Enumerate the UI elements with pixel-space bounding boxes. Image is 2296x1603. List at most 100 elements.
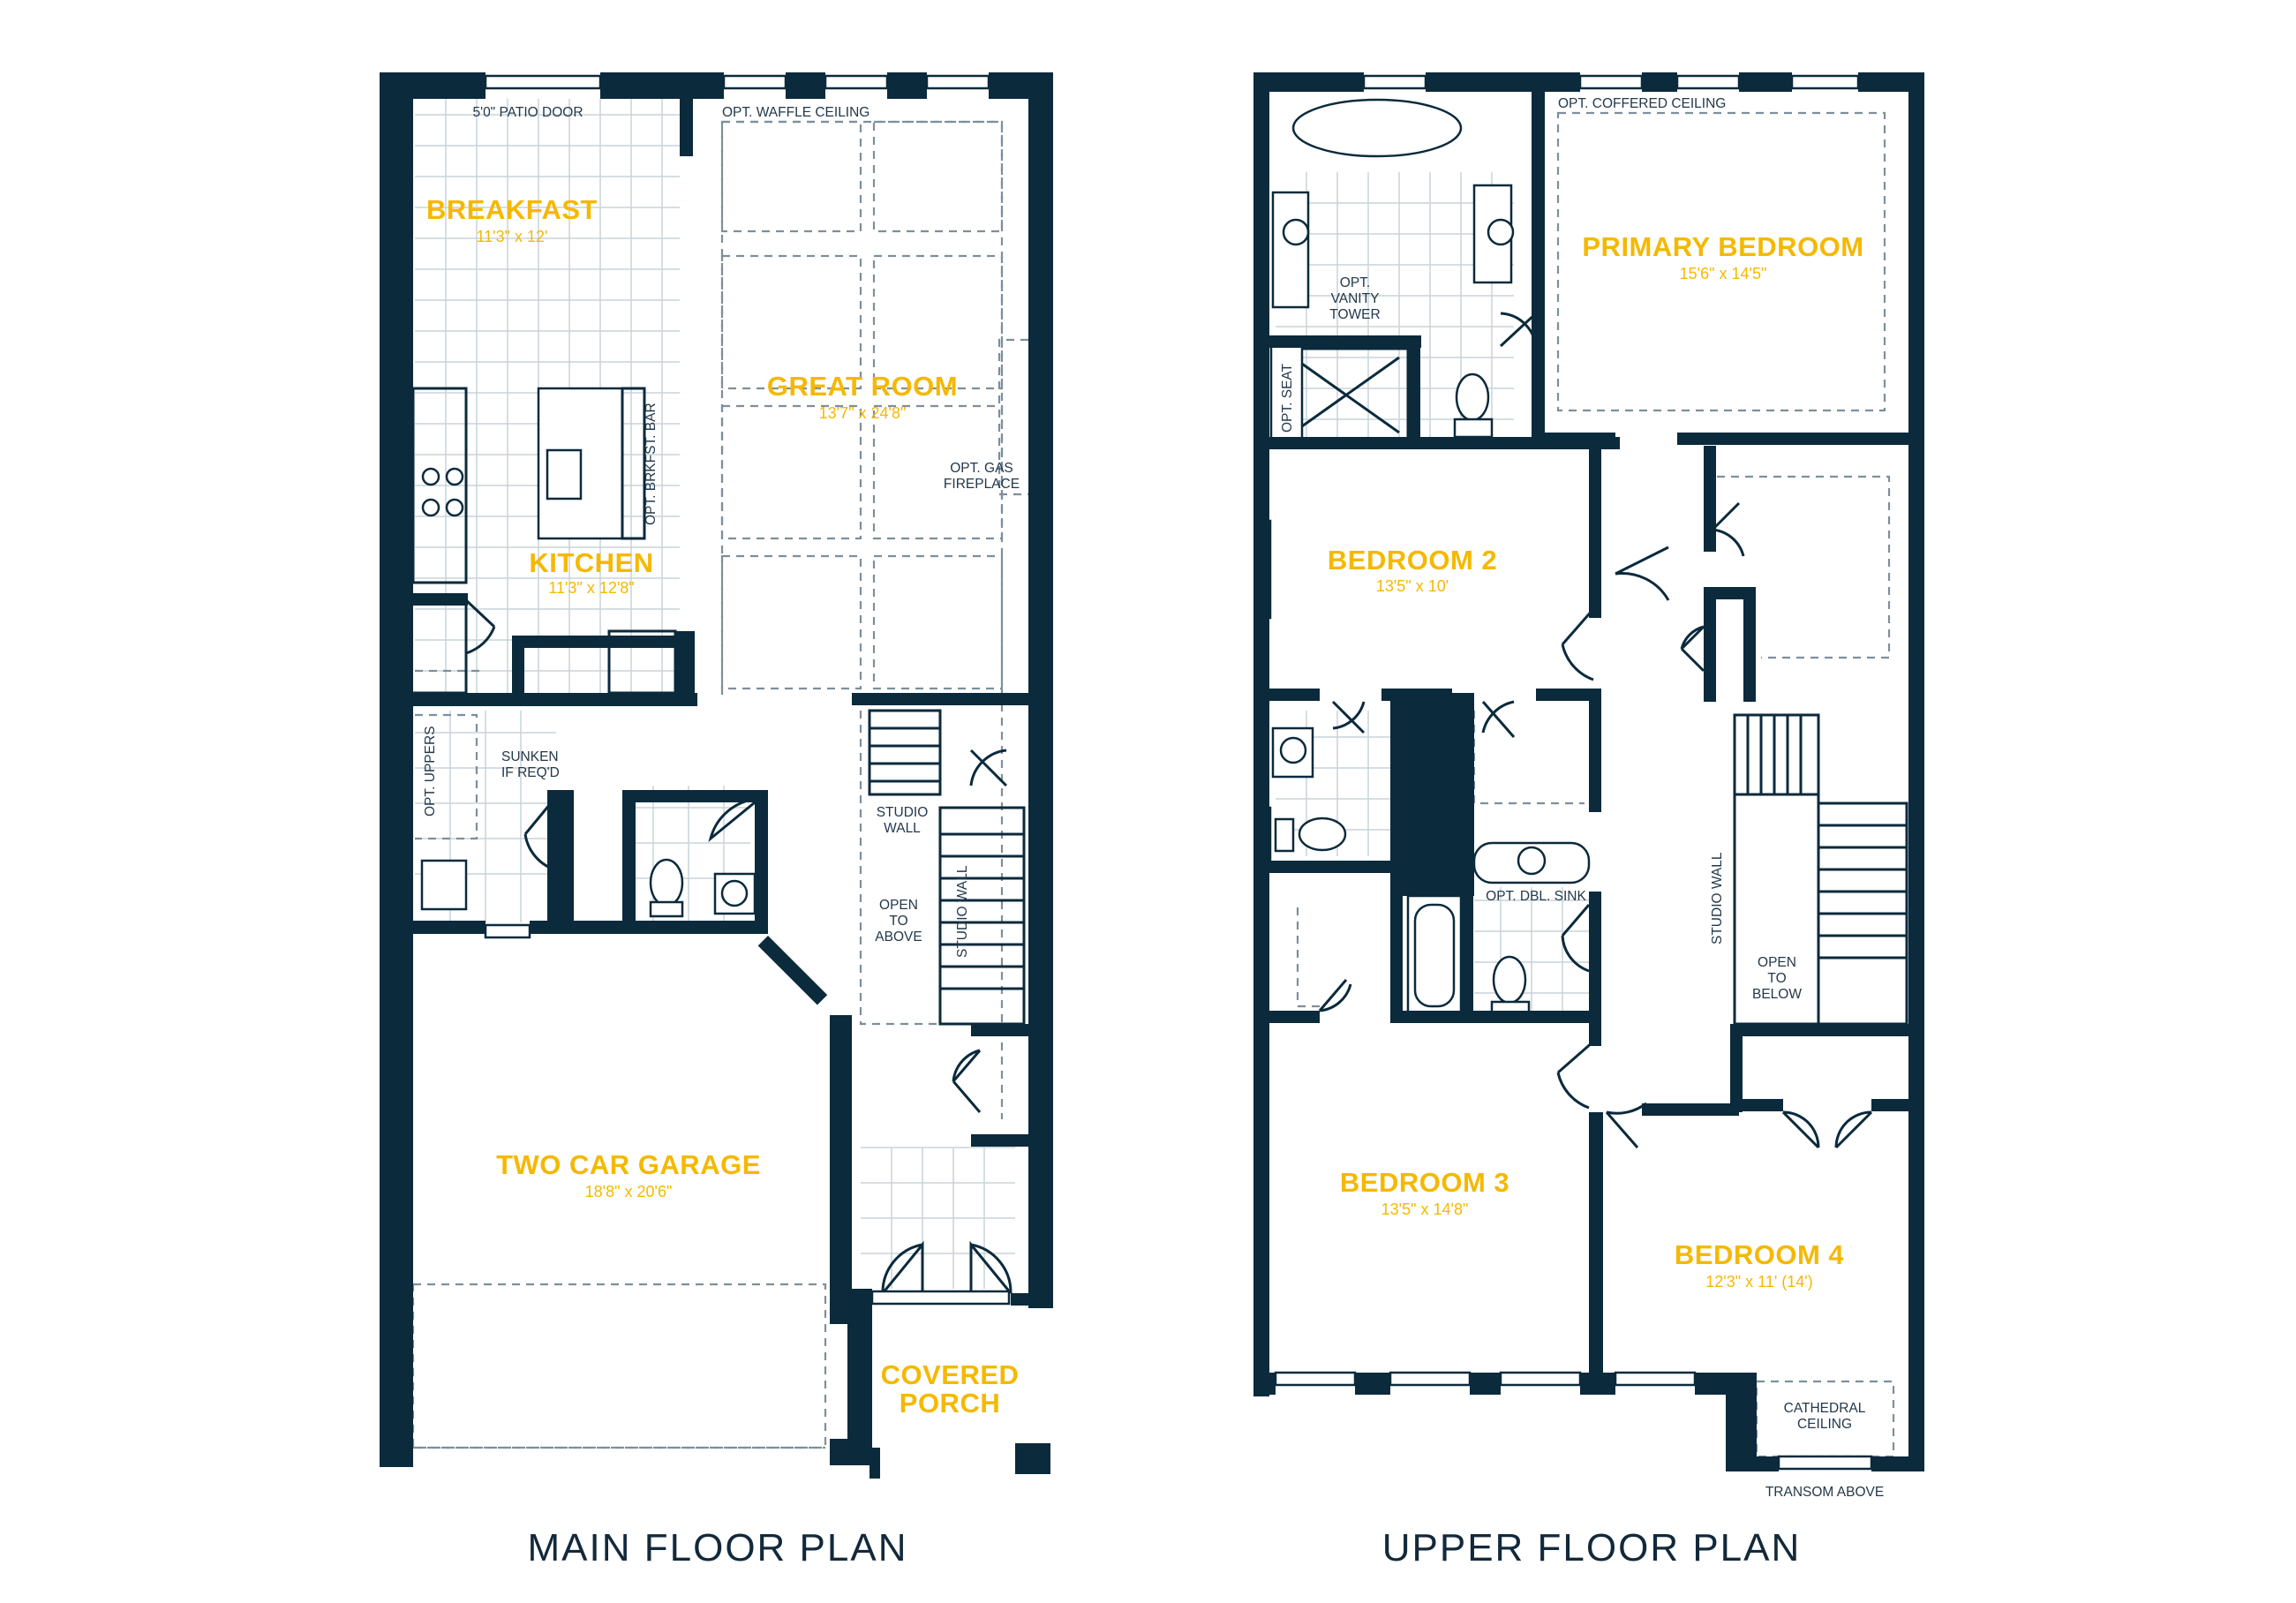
main-floor-plan: 5'0" PATIO DOOR OPT. WAFFLE CEILING BREA…: [380, 72, 1053, 1569]
cooktop-burner: [421, 467, 440, 486]
bedroom-4-label: BEDROOM 4: [1675, 1239, 1845, 1270]
kitchen-sink: [546, 448, 583, 500]
island-bar: [621, 387, 646, 540]
kitchen-dims: 11'3" x 12'8": [548, 579, 634, 597]
sink-basin-icon: [1279, 736, 1307, 764]
open-to-below-note: TO: [1767, 971, 1786, 986]
primary-closet-door: [1711, 501, 1745, 557]
bath1-linen-door: [1481, 700, 1516, 738]
open-to-below-note: BELOW: [1752, 987, 1802, 1002]
bedroom3-door: [1556, 1040, 1594, 1110]
breakfast-dims: 11'3" x 12': [477, 228, 548, 245]
toilet-tank: [1453, 418, 1494, 439]
cooktop-burner: [421, 498, 440, 517]
sink-basin-icon: [1487, 218, 1515, 246]
sunken-note: SUNKEN: [501, 749, 559, 764]
pantry: [403, 598, 468, 695]
breakfast-label: BREAKFAST: [426, 194, 598, 225]
vanity-tower-note: OPT.: [1340, 275, 1370, 290]
cooktop-burner: [445, 498, 464, 517]
coat-closet-doors: [952, 1049, 982, 1113]
studio-wall-note: STUDIO WALL: [1710, 852, 1725, 944]
powder-door: [708, 797, 760, 843]
front-double-doors: [881, 1240, 1012, 1294]
gas-fireplace-note: OPT. GAS: [950, 461, 1013, 476]
main-stairs: [868, 709, 1026, 1026]
studio-wall-side-note: STUDIO WALL: [955, 865, 970, 958]
bedroom-3-dims: 13'5" x 14'8": [1381, 1200, 1469, 1218]
patio-door-note: 5'0" PATIO DOOR: [472, 105, 583, 120]
upper-floor-plan: OPT. COFFERED CEILING PRIMARY BEDROOM 15…: [1253, 72, 1924, 1569]
linen-doors: [1680, 625, 1705, 673]
great-room-dims: 13'7" x 24'8": [819, 404, 907, 422]
toilet-tank: [649, 900, 684, 918]
laundry-sink: [420, 859, 468, 911]
bedroom-2-dims: 13'5" x 10': [1376, 577, 1449, 595]
gas-fireplace-note: FIREPLACE: [944, 477, 1020, 492]
sink-basin-icon: [720, 879, 749, 907]
open-to-below-note: OPEN: [1758, 955, 1796, 970]
stair-opening-outline: [859, 711, 1024, 1026]
vanity-tower-note: TOWER: [1329, 307, 1380, 322]
bath1-door: [1331, 700, 1366, 734]
coffered-ceiling-outline: [1556, 111, 1886, 412]
closet-2-outline: [1472, 711, 1585, 805]
toilet-tank: [1274, 817, 1295, 853]
cooktop-burner: [445, 467, 464, 486]
main-windows: [484, 74, 1011, 1306]
open-to-above-note: TO: [889, 914, 907, 929]
upper-walls: [1253, 72, 1924, 1471]
garage-door-outline: [411, 1283, 827, 1449]
main-floor-plan-title: MAIN FLOOR PLAN: [528, 1526, 908, 1569]
upper-windows: [1256, 74, 1873, 1471]
cathedral-ceiling-note: CEILING: [1797, 1417, 1852, 1432]
covered-porch-label: COVERED: [881, 1359, 1020, 1390]
bedroom-4-dims: 12'3" x 11' (14'): [1705, 1273, 1812, 1291]
primary-bedroom-dims: 15'6" x 14'5": [1680, 265, 1767, 282]
waffle-ceiling-note: OPT. WAFFLE CEILING: [722, 105, 869, 120]
garage-label: TWO CAR GARAGE: [496, 1149, 761, 1180]
shower-cross: [1292, 356, 1400, 434]
bathtub-inner: [1413, 903, 1456, 1008]
sink-basin-icon: [1282, 218, 1310, 246]
great-room-label: GREAT ROOM: [767, 371, 958, 402]
vanity-left: [1271, 191, 1310, 309]
waffle-ceiling-outline: [720, 120, 1004, 1119]
brkfst-bar-note: OPT. BRKFST. BAR: [644, 403, 659, 525]
toilet-icon: [1455, 373, 1490, 422]
bedroom-3-label: BEDROOM 3: [1340, 1167, 1509, 1198]
dbl-sink-note: OPT. DBL. SINK: [1486, 889, 1586, 904]
bath2-door: [1561, 904, 1591, 973]
bathtub-oval-icon: [1291, 98, 1463, 158]
studio-wall-note: STUDIO: [877, 805, 929, 820]
cathedral-ceiling-note: CATHEDRAL: [1784, 1401, 1866, 1416]
upper-floor-plan-title: UPPER FLOOR PLAN: [1382, 1526, 1802, 1569]
waffle-ceiling-grid: [720, 120, 1004, 690]
foyer-tile-grid: [861, 1147, 1015, 1289]
upper-labels: OPT. COFFERED CEILING PRIMARY BEDROOM 15…: [1280, 96, 1884, 1569]
closet-ceiling-outline: [1717, 475, 1891, 659]
main-labels: 5'0" PATIO DOOR OPT. WAFFLE CEILING BREA…: [423, 105, 1020, 1569]
hall-door: [1615, 546, 1670, 601]
toilet-icon: [1492, 955, 1527, 1005]
coffered-ceiling-note: OPT. COFFERED CEILING: [1558, 96, 1726, 111]
primary-bedroom-label: PRIMARY BEDROOM: [1582, 231, 1863, 262]
garage-dims: 18'8" x 20'6": [585, 1183, 673, 1200]
transom-note: TRANSOM ABOVE: [1765, 1485, 1884, 1500]
open-to-above-note: OPEN: [879, 898, 918, 913]
bedroom4-door: [1605, 1102, 1647, 1148]
open-to-above-note: ABOVE: [875, 929, 922, 944]
closet-door: [969, 749, 1008, 787]
opt-uppers-outline: [415, 713, 478, 840]
closet-3-outline: [1296, 907, 1320, 1008]
bedroom-2-label: BEDROOM 2: [1328, 545, 1497, 576]
covered-porch-label: PORCH: [900, 1388, 1000, 1419]
sunken-note: IF REQ'D: [501, 765, 560, 780]
studio-wall-note: WALL: [884, 821, 921, 836]
bedroom3-closet-door: [1318, 979, 1352, 1012]
ensuite-door: [1499, 312, 1538, 350]
sink-basin-icon: [1517, 846, 1547, 876]
opt-seat-note: OPT. SEAT: [1280, 363, 1295, 433]
